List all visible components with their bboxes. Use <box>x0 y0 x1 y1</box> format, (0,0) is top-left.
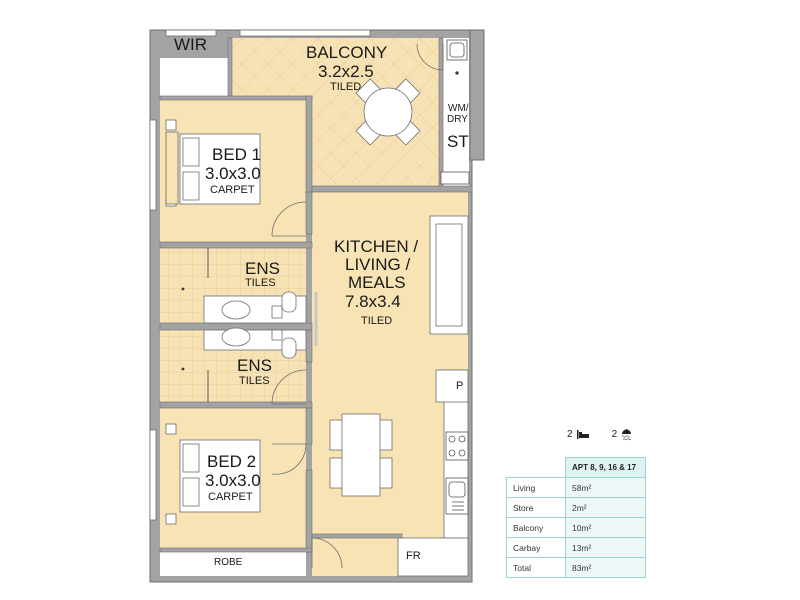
wir-floor <box>160 58 228 96</box>
row-value: 83m² <box>565 557 646 578</box>
table-row: Store 2m² <box>506 497 646 518</box>
row-label: Store <box>506 497 566 518</box>
ens1-name: ENS <box>245 259 280 278</box>
balcony-table-icon <box>355 78 421 146</box>
ens2-name: ENS <box>237 356 272 375</box>
row-label: Living <box>506 477 566 498</box>
bed2-name: BED 2 <box>207 452 257 471</box>
row-label: Total <box>506 557 566 578</box>
cooktop-icon <box>445 431 469 461</box>
table-row: Carbay 13m² <box>506 537 646 558</box>
table-corner <box>506 457 566 478</box>
row-label: Balcony <box>506 517 566 538</box>
table-row: Total 83m² <box>506 557 646 578</box>
bed2-size: 3.0x3.0 <box>205 471 261 490</box>
bathroom-count: 2 <box>612 428 634 441</box>
kitchen-floor-label: TILED <box>361 315 393 327</box>
store-label: ST <box>447 132 469 151</box>
bedroom-count-value: 2 <box>567 429 573 440</box>
table-header-row: APT 8, 9, 16 & 17 <box>506 457 646 478</box>
bed2-floor-label: CARPET <box>208 491 253 503</box>
bed1-icon <box>165 119 261 207</box>
room-summary: 2 2 <box>567 428 633 441</box>
kitchen-line-1: KITCHEN / <box>334 237 419 256</box>
row-value: 2m² <box>565 497 646 518</box>
laundry-label-1: WM/ <box>448 103 469 114</box>
dining-table-icon <box>329 413 393 497</box>
shower-icon <box>622 429 632 441</box>
kitchen-size: 7.8x3.4 <box>345 292 401 311</box>
robe-label: ROBE <box>214 557 243 568</box>
robe-floor <box>160 552 306 576</box>
bathroom-count-value: 2 <box>611 429 618 440</box>
wir-label: WIR <box>174 35 208 54</box>
pantry-label: P <box>456 380 464 392</box>
balcony-size: 3.2x2.5 <box>318 62 374 81</box>
table-header: APT 8, 9, 16 & 17 <box>565 457 646 478</box>
ensuite-fixtures <box>203 291 307 359</box>
table-row: Balcony 10m² <box>506 517 646 538</box>
bed-icon <box>576 430 589 439</box>
laundry-sink-icon <box>446 39 468 75</box>
ens1-floor-label: TILES <box>245 277 276 289</box>
bedroom-count: 2 <box>567 429 590 440</box>
bed1-size: 3.0x3.0 <box>205 164 261 183</box>
bed1-floor-label: CARPET <box>210 184 255 196</box>
laundry-label-2: DRY <box>447 114 468 125</box>
sofa-icon <box>429 215 469 335</box>
ens2-floor-label: TILES <box>239 375 270 387</box>
area-schedule-table: APT 8, 9, 16 & 17 Living 58m² Store 2m² … <box>506 457 646 578</box>
kitchen-line-2: LIVING / <box>345 255 411 274</box>
table-row: Living 58m² <box>506 477 646 498</box>
bed2-icon <box>165 423 261 525</box>
balcony-name: BALCONY <box>306 43 388 62</box>
row-label: Carbay <box>506 537 566 558</box>
fridge-label: FR <box>406 550 421 562</box>
laundry-floor <box>443 38 469 186</box>
kitchen-sink-icon <box>445 477 469 515</box>
balcony-floor-label: TILED <box>330 81 362 93</box>
row-value: 10m² <box>565 517 646 538</box>
row-value: 13m² <box>565 537 646 558</box>
row-value: 58m² <box>565 477 646 498</box>
kitchen-line-3: MEALS <box>348 273 406 292</box>
bed1-name: BED 1 <box>212 145 262 164</box>
